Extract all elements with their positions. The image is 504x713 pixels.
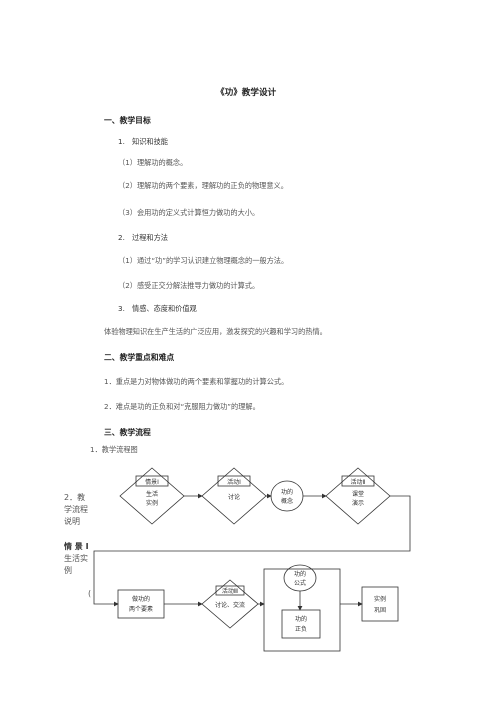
activity3-inner-box bbox=[215, 585, 245, 596]
objective-item: （3）会用功的定义式计算恒力做功的大小。 bbox=[118, 208, 260, 217]
activity2-diamond bbox=[325, 467, 391, 525]
flow-desc-line: 说明 bbox=[64, 517, 80, 526]
flow-chart-caption: 1．教学流程图 bbox=[90, 445, 138, 454]
sign-text: 正负 bbox=[295, 625, 307, 633]
formula-branch-box bbox=[263, 568, 341, 652]
example-box bbox=[361, 586, 399, 622]
objective-item: （1）通过“功”的学习认识建立物理概念的一般方法。 bbox=[118, 256, 289, 265]
objective-item: （2）感受正交分解法推导力做功的计算式。 bbox=[118, 281, 260, 290]
section-flow: 三、教学流程 bbox=[104, 428, 151, 437]
formula-text: 功的 bbox=[294, 570, 306, 578]
concept-text: 功的 bbox=[281, 488, 293, 496]
two-elements-text: 两个要素 bbox=[129, 605, 153, 613]
objective-attitude: 3. 情感、态度和价值观 bbox=[118, 304, 197, 313]
activity1-title: 活动Ⅰ bbox=[227, 478, 241, 486]
example-text: 巩固 bbox=[374, 607, 386, 614]
paren-mark: ( bbox=[88, 589, 92, 598]
objective-item: 体验物理知识在生产生活的广泛应用，激发探究的兴趣和学习的热情。 bbox=[104, 327, 327, 336]
two-elements-box bbox=[117, 589, 165, 619]
flow-desc-label: 2．教 学流程 说明 bbox=[64, 492, 88, 528]
activity1-diamond bbox=[201, 467, 267, 525]
objective-item: （1）理解功的概念。 bbox=[118, 158, 188, 167]
activity2-text: 演示 bbox=[352, 499, 364, 507]
scene-diamond bbox=[119, 467, 185, 525]
scene-line: 例 bbox=[64, 566, 72, 575]
scene-text: 实例 bbox=[146, 499, 158, 507]
activity2-inner-box bbox=[341, 475, 375, 487]
example-text: 实例 bbox=[374, 595, 386, 603]
scene-inner-box bbox=[135, 475, 169, 487]
scene-line: 情 景 I bbox=[64, 542, 89, 551]
sign-text: 功的 bbox=[295, 615, 307, 623]
scene-title: 情景Ⅰ bbox=[145, 478, 159, 486]
activity2-text: 课堂 bbox=[352, 490, 364, 498]
activity3-title: 活动Ⅲ bbox=[222, 587, 238, 595]
activity3-text: 讨论、交流 bbox=[215, 601, 245, 609]
activity1-text: 讨论 bbox=[228, 493, 240, 501]
activity2-title: 活动Ⅱ bbox=[351, 478, 366, 486]
scene-line: 生活实 bbox=[64, 554, 88, 563]
flow-desc-line: 2．教 bbox=[64, 493, 86, 502]
objective-item: （2）理解功的两个要素，理解功的正负的物理意义。 bbox=[118, 181, 288, 190]
keypoint-item: 2．难点是功的正负和对“克服阻力做功”的理解。 bbox=[104, 402, 260, 411]
scene-label: 情 景 I 生活实 例 bbox=[64, 541, 89, 577]
connector-line bbox=[93, 495, 411, 607]
scene-text: 生活 bbox=[146, 490, 158, 498]
formula-text: 公式 bbox=[294, 579, 306, 587]
concept-circle bbox=[270, 480, 304, 512]
concept-text: 概念 bbox=[281, 497, 293, 505]
two-elements-text: 做功的 bbox=[132, 595, 150, 603]
activity3-diamond bbox=[201, 579, 259, 629]
flow-desc-line: 学流程 bbox=[64, 505, 88, 514]
section-objectives: 一、教学目标 bbox=[104, 116, 151, 125]
page-title: 《功》教学设计 bbox=[216, 88, 277, 98]
objective-process: 2. 过程和方法 bbox=[118, 233, 168, 242]
sign-box bbox=[281, 609, 321, 639]
activity1-inner-box bbox=[217, 475, 251, 487]
keypoint-item: 1．重点是力对物体做功的两个要素和掌握功的计算公式。 bbox=[104, 377, 289, 386]
objective-knowledge: 1. 知识和技能 bbox=[118, 137, 168, 146]
section-keypoints: 二、教学重点和难点 bbox=[104, 353, 175, 362]
